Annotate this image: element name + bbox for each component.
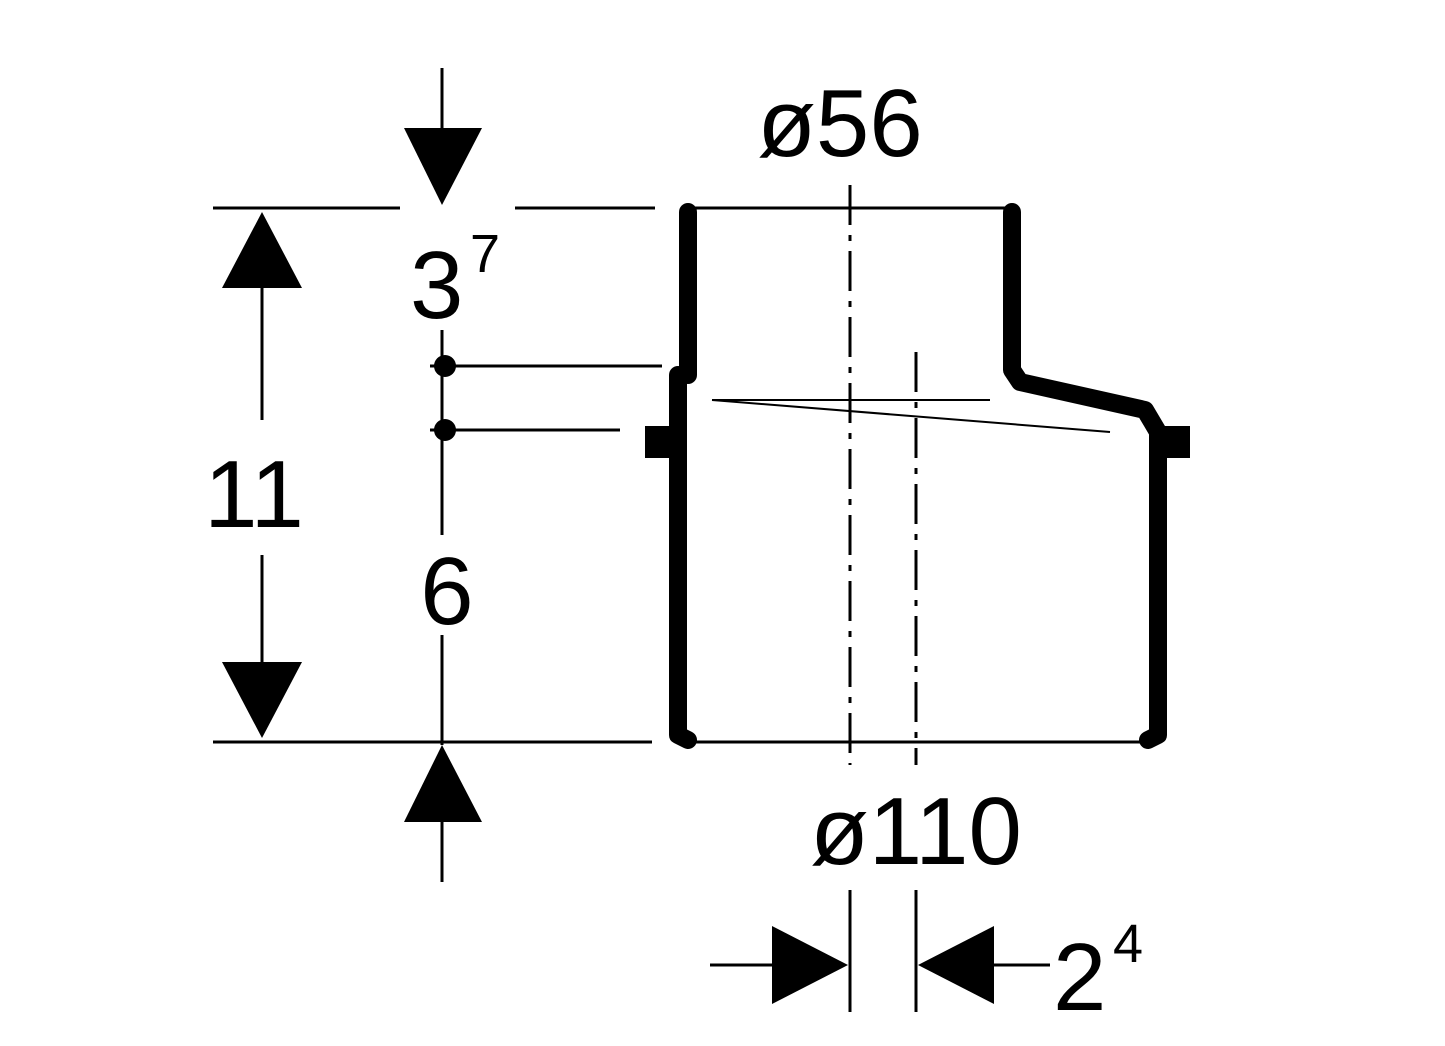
dimension-dot-icon [434,419,456,441]
right-seal-lip [1160,426,1190,458]
eccentric-offset-dimension: 2 4 [710,890,1143,1031]
arrow-down-icon [222,662,302,738]
upper-offset-superscript: 7 [470,224,500,284]
eccentric-offset-superscript: 4 [1113,914,1143,974]
left-seal-lip [645,426,677,458]
centre-lines [848,185,918,765]
eccentric-offset-label: 2 [1053,924,1106,1031]
upper-offset-base: 3 [410,232,463,339]
dimension-dot-icon [434,355,456,377]
right-wall-lower [1139,423,1167,749]
reducer-body [645,203,1190,749]
upper-offset-label: 3 [410,232,463,339]
arrow-up-icon [404,745,482,822]
arrow-left-icon [918,926,994,1004]
inner-step-line-lower [711,399,1111,433]
total-height-label: 11 [204,441,304,548]
large-diameter-label: ø110 [810,778,1022,885]
total-height-dimension: 11 [204,212,304,738]
arrow-right-icon [772,926,848,1004]
right-wall-upper [1003,203,1167,441]
extension-lines [213,206,662,744]
small-diameter-label: ø56 [757,70,922,177]
lower-height-label: 6 [420,538,473,645]
arrow-down-icon [404,128,482,205]
left-wall-lower [669,366,697,749]
split-height-dimension: 3 7 6 [404,68,500,882]
arrow-up-icon [222,212,302,288]
